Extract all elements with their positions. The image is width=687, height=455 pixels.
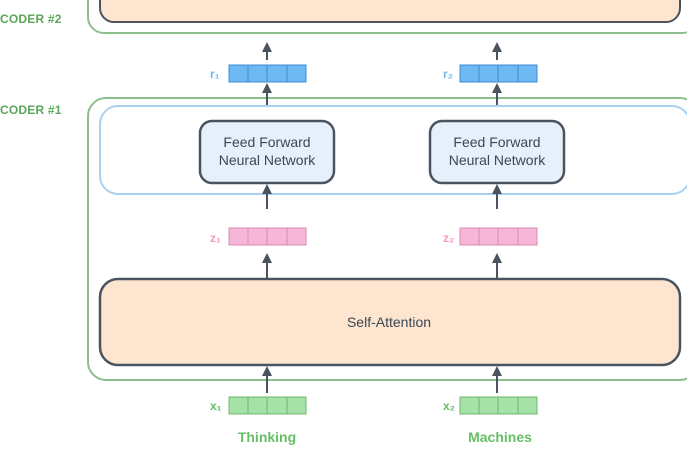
ffn-box-1-line2: Neural Network [219,152,316,168]
z2-label: z₂ [443,231,454,245]
x2-vector [459,396,538,415]
self-attention-box: Self-Attention [98,277,682,367]
encoder-2-label: CODER #2 [0,12,62,26]
ffn-box-2-line2: Neural Network [449,152,546,168]
ffn-layer [99,105,687,195]
encoder-1-label: CODER #1 [0,103,62,117]
encoder-1-frame [87,97,687,381]
x2-label: x₂ [443,399,455,413]
r2-label: r₂ [443,67,453,81]
ffn-box-2: Feed Forward Neural Network [428,119,566,185]
ffn-box-1: Feed Forward Neural Network [198,119,336,185]
word-thinking: Thinking [238,429,296,445]
x1-label: x₁ [210,399,222,413]
r1-label: r₁ [210,67,220,81]
r1-vector [228,64,307,83]
x1-vector [228,396,307,415]
ffn-box-2-line1: Feed Forward [453,134,540,150]
z1-label: z₁ [210,231,221,245]
z2-vector [459,227,538,246]
self-attention-label: Self-Attention [347,314,431,330]
z1-vector [228,227,307,246]
encoder-2-inner-box [99,0,681,23]
r2-vector [459,64,538,83]
ffn-box-1-line1: Feed Forward [223,134,310,150]
encoder-2-frame [87,0,687,34]
word-machines: Machines [468,429,532,445]
